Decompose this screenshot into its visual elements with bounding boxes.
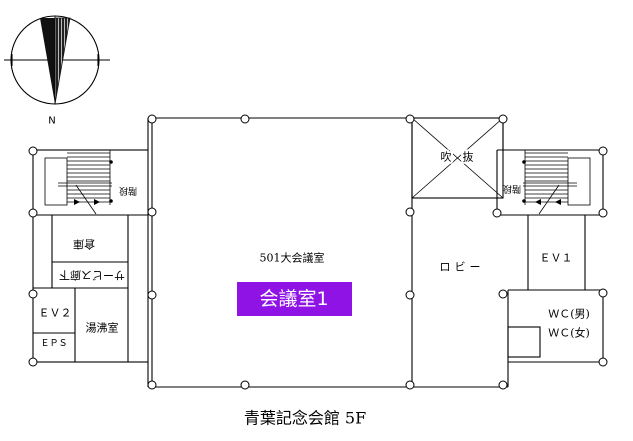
atrium-void-outline (411, 117, 504, 199)
kitchenette-label: 湯沸室 (86, 321, 119, 335)
column (598, 357, 608, 367)
elevator-1-label: ＥＶ１ (540, 252, 573, 265)
highlight-label: 会議室1 (259, 288, 328, 310)
column (405, 114, 415, 124)
stairs-west-label: 階段 (119, 185, 137, 197)
column (598, 288, 608, 298)
column (405, 207, 415, 217)
east-wing: 階段 ＥＶ１ ＷＣ(男) ＷＣ(女) (496, 149, 604, 363)
stairs-east (521, 149, 591, 215)
column (147, 290, 157, 300)
north-arrow-hatched-half (54, 17, 71, 105)
column (240, 380, 250, 390)
column (498, 380, 508, 390)
column (28, 146, 38, 156)
stairs-west (44, 149, 114, 215)
north-arrow-dark-half (40, 18, 55, 104)
north-label: N (48, 116, 55, 127)
column (147, 380, 157, 390)
elevator-2-label: ＥＶ２ (39, 307, 72, 320)
wc-women-label: ＷＣ(女) (548, 326, 590, 340)
floor-caption: 青葉記念会館 5F (244, 409, 366, 428)
column (498, 289, 508, 299)
column (405, 290, 415, 300)
structural-columns (28, 114, 608, 390)
highlight-label-box (237, 282, 352, 316)
lobby-label: ロビー (440, 261, 485, 274)
main-hall: 501大会議室 会議室1 (237, 251, 352, 316)
column (28, 357, 38, 367)
atrium-label: 吹 抜 (441, 150, 474, 164)
storage-label: 倉庫 (73, 238, 95, 252)
eps-label: ＥＰＳ (40, 339, 67, 349)
column (28, 208, 38, 218)
wc-shaft (507, 326, 541, 358)
atrium-diagonal-b (411, 117, 504, 199)
column (492, 208, 502, 218)
column (147, 114, 157, 124)
column (28, 289, 38, 299)
column (598, 146, 608, 156)
compass: N (4, 15, 110, 127)
main-hall-label: 501大会議室 (260, 251, 325, 265)
column (240, 114, 250, 124)
column (498, 114, 508, 124)
atrium: 吹 抜 (411, 117, 504, 199)
column (147, 207, 157, 217)
wc-men-label: ＷＣ(男) (548, 308, 590, 321)
column (405, 380, 415, 390)
west-wing: 階段 倉庫 サービス廊下 ＥＶ２ ＥＰＳ 湯沸室 (32, 149, 149, 363)
west-wing-outline (32, 149, 149, 363)
service-corridor-label: サービス廊下 (59, 269, 125, 283)
column (598, 208, 608, 218)
stairs-east-label: 階段 (503, 183, 521, 195)
